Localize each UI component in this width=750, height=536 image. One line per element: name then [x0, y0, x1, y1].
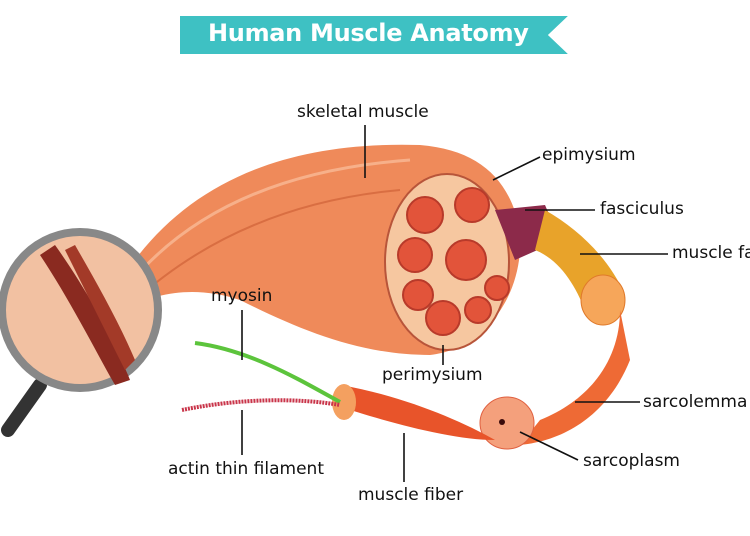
label-sarcoplasm: sarcoplasm: [583, 451, 680, 471]
fiber-cross-section: [479, 396, 535, 450]
muscle-fiber-end: [332, 384, 356, 420]
muscle-fiber: [335, 385, 495, 440]
label-skeletal-muscle: skeletal muscle: [297, 102, 429, 122]
fiber-nucleus: [499, 419, 505, 425]
magnifier-handle: [1, 378, 47, 437]
page-title: Human Muscle Anatomy: [208, 19, 529, 47]
label-muscle-fascicle: muscle fa: [672, 243, 750, 263]
title-banner: [180, 16, 520, 54]
magnified-muscle-strand: [65, 245, 135, 370]
fascicles: [397, 187, 510, 336]
label-muscle-fiber: muscle fiber: [358, 485, 464, 505]
banner-ribbon-tail: [520, 16, 568, 54]
muscle-fiber-bundle: [520, 310, 630, 445]
muscle-striation: [129, 189, 401, 306]
label-myosin: myosin: [211, 286, 273, 306]
label-epimysium: epimysium: [542, 145, 636, 165]
label-perimysium: perimysium: [382, 365, 483, 385]
banner-notch: [548, 16, 568, 54]
label-sarcolemma: sarcolemma: [643, 392, 748, 412]
fascicle-end: [580, 274, 626, 326]
label-fasciculus: fasciculus: [600, 199, 684, 219]
actin-filament: [181, 398, 341, 412]
label-actin-thin-filament: actin thin filament: [168, 459, 324, 479]
leader-lines: [241, 125, 668, 482]
myosin-filament: [194, 341, 341, 404]
magnified-muscle-strand: [40, 245, 130, 385]
